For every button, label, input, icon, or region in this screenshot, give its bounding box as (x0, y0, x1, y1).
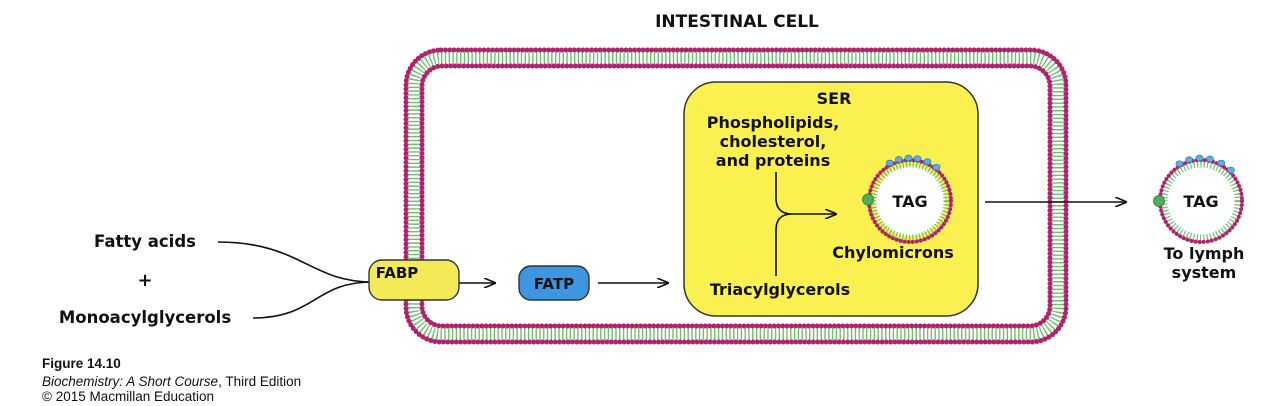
chylomicrons-label: Chylomicrons (832, 243, 953, 262)
chylomicron-core (875, 166, 945, 236)
apolipoprotein-b (1206, 155, 1214, 163)
cell-membrane (403, 47, 1069, 345)
apolipoprotein-b (894, 156, 903, 163)
copyright-line: © 2015 Macmillan Education (42, 389, 215, 404)
chylomicron-tag-label: TAG (892, 192, 927, 211)
apolipoprotein-b (1226, 166, 1235, 174)
cell-title: INTESTINAL CELL (655, 12, 819, 32)
apolipoprotein-green (1153, 195, 1165, 207)
apolipoprotein-green (862, 193, 874, 206)
apolipoprotein-b (1217, 159, 1226, 167)
fatp-protein (518, 265, 590, 301)
apolipoprotein-b (904, 154, 913, 162)
ser-compartment (683, 81, 979, 317)
fatty-acids-line (217, 241, 373, 283)
book-title: Biochemistry: A Short Course (42, 374, 219, 389)
apolipoprotein-b (1195, 154, 1204, 162)
lymph-label-line1: To lymph (1164, 244, 1245, 263)
lymph-label-line2: system (1172, 263, 1237, 282)
ser-title: SER (817, 89, 852, 108)
triacylglycerols-label: Triacylglycerols (710, 280, 850, 299)
fabp-label: FABP (376, 264, 419, 282)
fatty-acids-label: Fatty acids (94, 232, 196, 251)
lipids-label-line2: cholesterol, (720, 132, 827, 151)
chylomicron-particle (862, 154, 953, 244)
fabp-protein (368, 259, 460, 301)
monoacylglycerols-line (252, 281, 373, 319)
plus-sign: + (137, 270, 152, 291)
apolipoprotein-b (1185, 156, 1194, 163)
apolipoprotein-b (913, 155, 922, 162)
membrane-outer-heads (403, 47, 1069, 345)
fatp-label: FATP (534, 275, 574, 293)
apolipoprotein-b (1175, 160, 1184, 168)
exported-tag-label: TAG (1183, 192, 1218, 211)
lipids-label-line3: and proteins (716, 151, 830, 170)
exported-chylomicron (1153, 154, 1244, 244)
figure-number: Figure 14.10 (42, 356, 121, 371)
lipids-label-line1: Phospholipids, (707, 113, 839, 132)
book-title-line: Biochemistry: A Short Course, Third Edit… (42, 374, 301, 389)
monoacylglycerols-label: Monoacylglycerols (59, 308, 231, 327)
chylomicron-core (1166, 166, 1236, 236)
book-edition: , Third Edition (218, 374, 302, 389)
apolipoprotein-b (885, 159, 894, 167)
apolipoprotein-b (923, 158, 932, 166)
apolipoprotein-b (932, 163, 941, 171)
membrane-inner-heads (419, 63, 1053, 329)
